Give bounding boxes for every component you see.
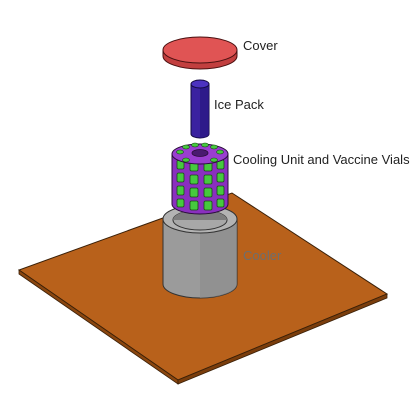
cover-label: Cover	[243, 38, 278, 53]
ice-pack	[190, 79, 210, 139]
cooling-unit-label: Cooling Unit and Vaccine Vials	[233, 152, 410, 167]
cover	[162, 36, 238, 70]
cooler	[162, 204, 238, 299]
cooler-label: Cooler	[243, 248, 282, 263]
cooling-unit	[171, 142, 229, 215]
ice-pack-label: Ice Pack	[214, 97, 264, 112]
